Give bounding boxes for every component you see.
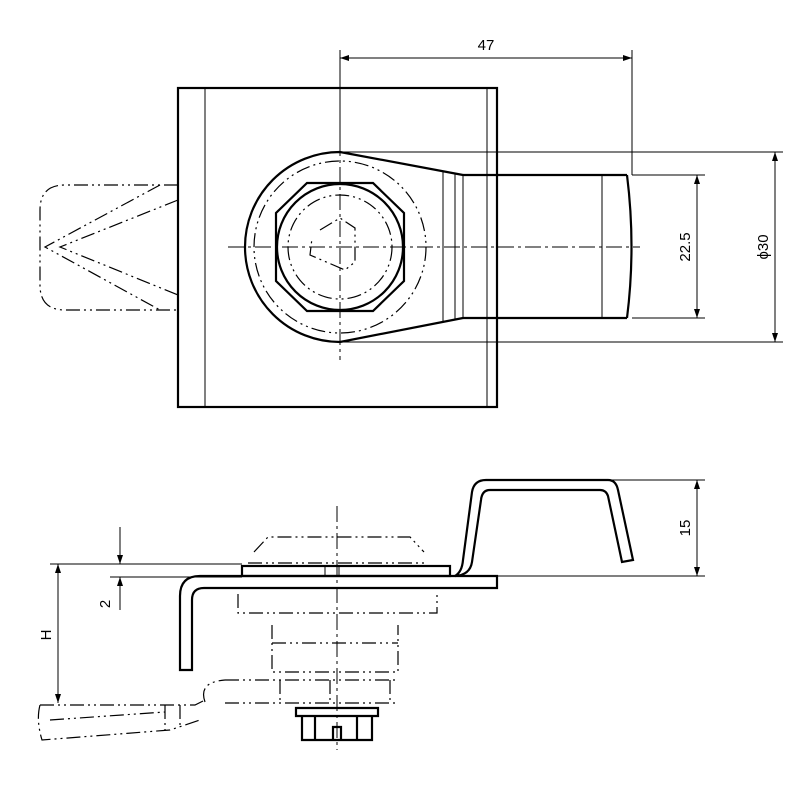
base-bracket [178, 574, 499, 672]
dimension-label-diameter-30: ϕ30 [755, 234, 772, 259]
key-profile [309, 217, 356, 271]
lever-handle-phantom [37, 699, 206, 741]
side-view: 15 2 H [37, 478, 705, 750]
dimension-label-15: 15 [677, 520, 694, 537]
dimension-label-h: H [38, 630, 55, 641]
lock-flange [240, 564, 452, 578]
dimension-47: 47 [339, 37, 633, 175]
hex-nut [274, 181, 406, 313]
mounting-plate [176, 86, 499, 409]
dimension-15: 15 [497, 479, 705, 577]
bottom-nut [294, 706, 380, 742]
top-view: 47 22.5 ϕ30 [39, 37, 783, 409]
dimension-label-47: 47 [478, 37, 495, 54]
lock-head-phantom [248, 536, 427, 564]
dimension-label-2: 2 [97, 600, 114, 608]
handle-phantom [39, 184, 179, 311]
lock-body-phantom [203, 594, 438, 704]
dimension-label-22-5: 22.5 [677, 232, 694, 261]
cam-bracket [454, 478, 635, 578]
dimension-22-5: 22.5 [632, 174, 705, 319]
dimension-diameter-30: ϕ30 [340, 151, 783, 343]
dimension-2: 2 [50, 527, 242, 610]
dimension-h: H [38, 564, 61, 703]
